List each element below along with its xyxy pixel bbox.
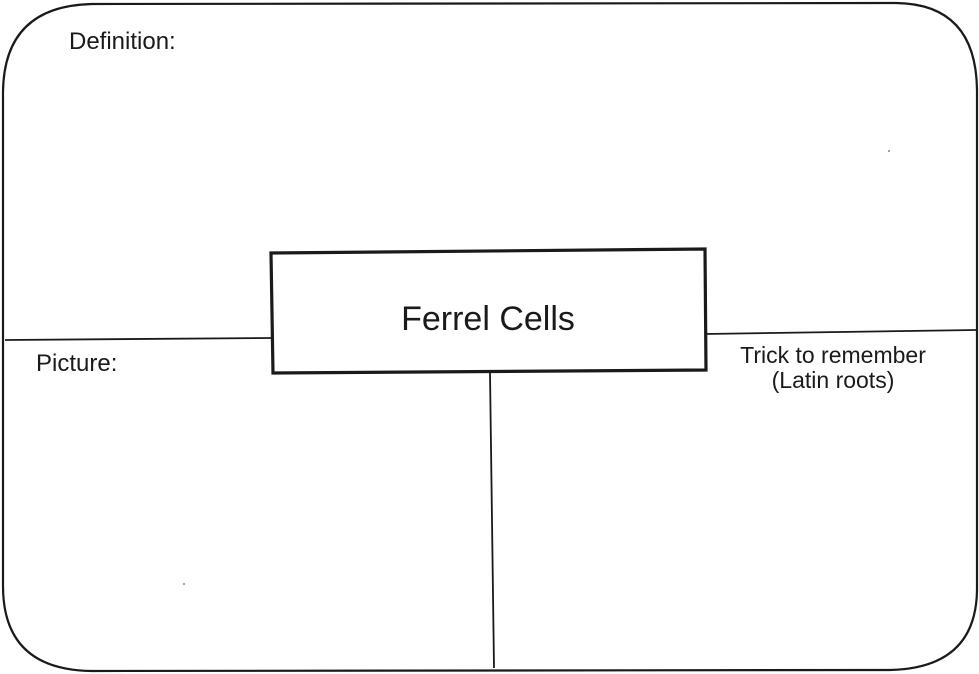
term-box: Ferrel Cells bbox=[271, 250, 705, 372]
term-title: Ferrel Cells bbox=[401, 300, 575, 338]
term-box-border bbox=[269, 247, 708, 375]
scan-speck bbox=[888, 150, 890, 152]
divider-left bbox=[4, 337, 272, 341]
definition-label: Definition: bbox=[69, 28, 176, 55]
divider-vertical bbox=[489, 372, 495, 669]
trick-label-line1: Trick to remember bbox=[740, 342, 926, 368]
picture-label: Picture: bbox=[36, 350, 118, 377]
trick-label-line2: (Latin roots) bbox=[771, 367, 895, 393]
scan-speck bbox=[183, 583, 185, 585]
divider-right bbox=[704, 329, 977, 335]
trick-label: Trick to remember (Latin roots) bbox=[718, 343, 948, 393]
